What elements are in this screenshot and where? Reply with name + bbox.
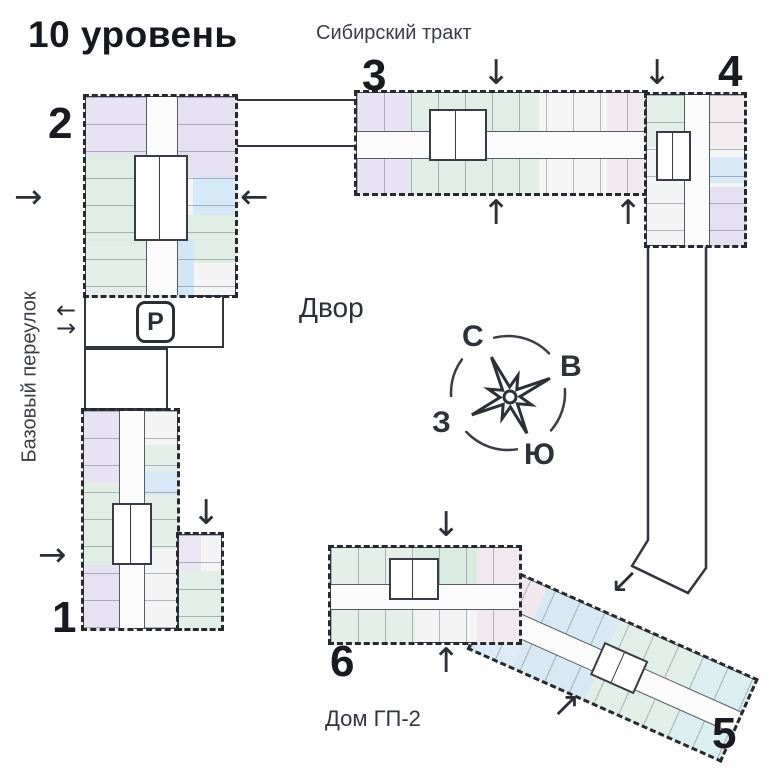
unit-cluster [193,177,237,215]
entrance-arrow-down: ↓ [192,493,221,533]
building-2-number: 2 [48,99,73,148]
connector-corridor [236,99,356,147]
elevator-core [112,503,152,565]
compass-icon [449,334,567,452]
building-2-plan [83,94,238,298]
building-1-number: 1 [52,593,77,642]
parking-symbol: Р [147,307,164,336]
street-label-left: Базовый переулок [18,291,41,463]
courtyard-label: Двор [299,292,364,323]
entrance-arrow-up-right: ↗ [552,685,581,725]
entrance-arrow-up: ↑ [432,641,461,681]
entrance-arrow-down: ↓ [643,53,672,93]
house-label: Дом ГП-2 [325,706,421,731]
compass-south-label: Ю [524,438,555,471]
parking-structure-lower [84,348,168,410]
entrance-arrow-left: ← [240,177,269,217]
parking-icon: Р [136,301,175,343]
page-title: 10 уровень [28,14,238,55]
building-1-extension [176,532,224,631]
unit-cluster [86,97,148,155]
elevator-core [429,109,487,161]
entrance-arrow-up: ↑ [614,193,643,233]
elevator-core [656,131,691,181]
entrance-arrow-down: ↓ [482,53,511,93]
elevator-core [389,558,439,600]
unit-cluster [179,535,201,571]
building-5-number: 5 [712,709,737,758]
building-3-number: 3 [362,51,387,100]
unit-cluster [179,571,223,630]
entrance-arrow-up: ↑ [482,193,511,233]
street-label-top: Сибирский тракт [316,22,472,44]
compass-east-label: В [560,350,582,383]
unit-cluster [86,247,148,297]
building-4-plan [644,92,747,248]
entrance-arrow-right: → [56,314,77,342]
building-4-number: 4 [718,47,743,96]
entrance-arrow-left: ← [56,296,77,324]
compass-west-label: З [432,406,451,439]
elevator-core [134,155,188,241]
unit-dividers [179,535,221,628]
building-3-plan [354,90,648,196]
entrance-arrow-right: → [38,535,67,575]
entrance-arrow-down-left: ↙ [610,561,639,601]
compass-north-label: С [462,320,484,353]
corridor [357,131,645,159]
entrance-arrow-down: ↓ [432,505,461,545]
entrance-arrow-right: → [14,177,43,217]
building-6-plan [328,545,522,645]
building-1-plan [81,408,180,631]
building-6-number: 6 [330,637,355,686]
